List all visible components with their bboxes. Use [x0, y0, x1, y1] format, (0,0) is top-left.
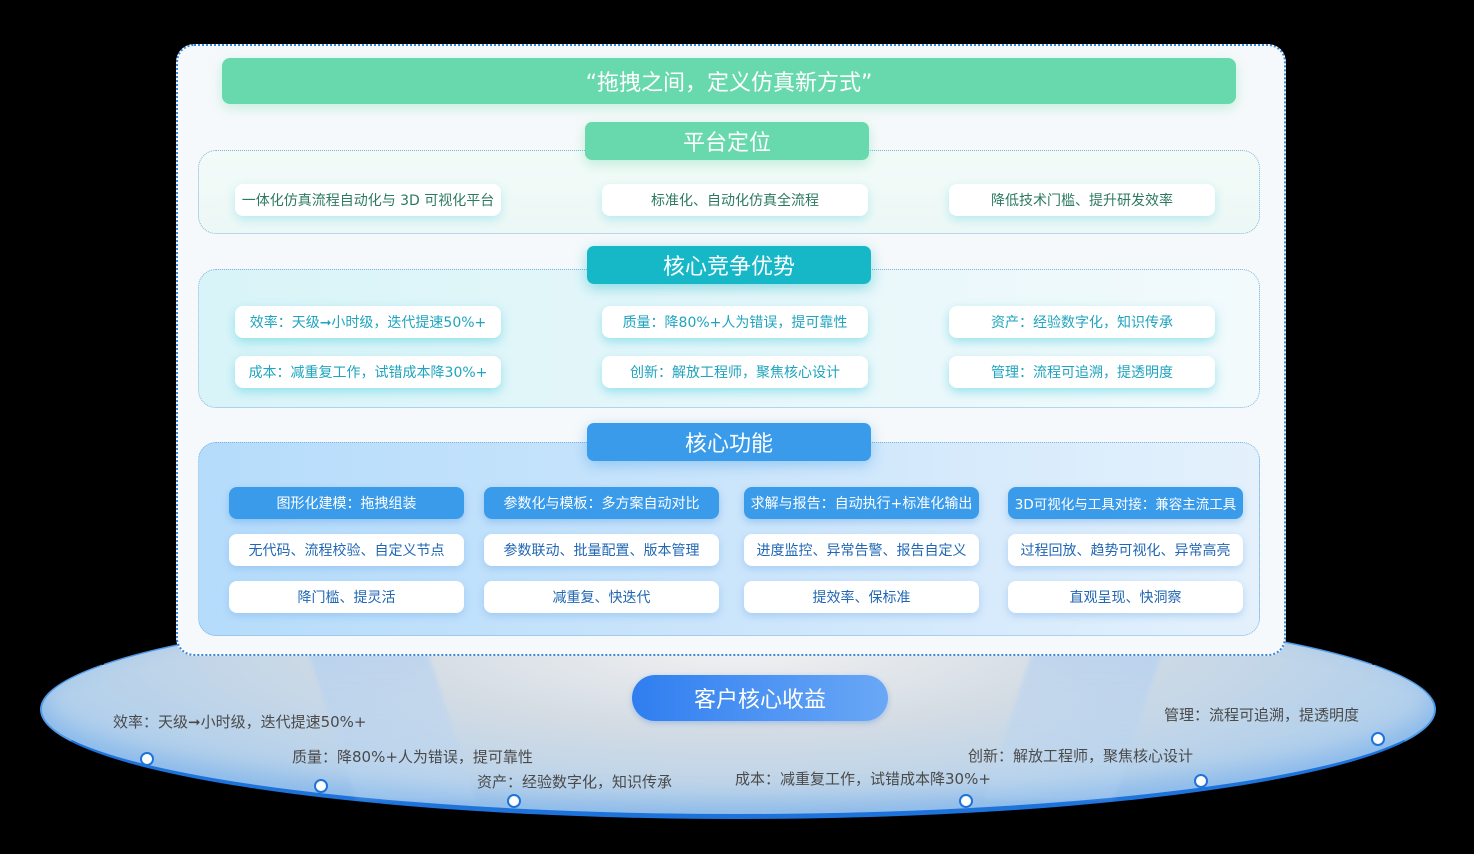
advantage-assets: 资产：经验数字化，知识传承	[949, 306, 1215, 338]
function-value-solver: 提效率、保标准	[744, 581, 979, 613]
functions-title: 核心功能	[587, 423, 871, 461]
benefit-management: 管理：流程可追溯，提透明度	[1164, 706, 1360, 724]
advantage-quality: 质量：降80%+人为错误，提可靠性	[602, 306, 868, 338]
benefit-innovation: 创新：解放工程师，聚焦核心设计	[968, 747, 1194, 765]
benefit-marker-dot	[959, 794, 973, 808]
advantage-innovation: 创新：解放工程师，聚焦核心设计	[602, 356, 868, 388]
benefit-marker-dot	[507, 794, 521, 808]
function-detail-parametric: 参数联动、批量配置、版本管理	[484, 534, 719, 566]
benefit-assets: 资产：经验数字化，知识传承	[477, 773, 673, 791]
advantage-cost: 成本：减重复工作，试错成本降30%+	[235, 356, 501, 388]
benefits-title: 客户核心收益	[632, 675, 888, 721]
slogan-banner: “拖拽之间，定义仿真新方式”	[222, 58, 1236, 104]
benefit-quality: 质量：降80%+人为错误，提可靠性	[292, 748, 533, 766]
function-head-modeling: 图形化建模：拖拽组装	[229, 487, 464, 519]
benefit-marker-dot	[314, 779, 328, 793]
positioning-item: 标准化、自动化仿真全流程	[602, 184, 868, 216]
function-head-visualization: 3D可视化与工具对接：兼容主流工具	[1008, 487, 1243, 519]
function-value-modeling: 降门槛、提灵活	[229, 581, 464, 613]
benefit-cost: 成本：减重复工作，试错成本降30%+	[735, 770, 991, 788]
function-head-solver: 求解与报告：自动执行+标准化输出	[744, 487, 979, 519]
function-head-parametric: 参数化与模板：多方案自动对比	[484, 487, 719, 519]
function-detail-solver: 进度监控、异常告警、报告自定义	[744, 534, 979, 566]
advantage-management: 管理：流程可追溯，提透明度	[949, 356, 1215, 388]
positioning-title: 平台定位	[585, 122, 869, 160]
benefit-efficiency: 效率：天级➞小时级，迭代提速50%+	[113, 713, 367, 731]
advantage-efficiency: 效率：天级➞小时级，迭代提速50%+	[235, 306, 501, 338]
benefit-marker-dot	[140, 752, 154, 766]
function-detail-visualization: 过程回放、趋势可视化、异常高亮	[1008, 534, 1243, 566]
positioning-item: 降低技术门槛、提升研发效率	[949, 184, 1215, 216]
advantages-title: 核心竞争优势	[587, 246, 871, 284]
function-value-parametric: 减重复、快迭代	[484, 581, 719, 613]
function-value-visualization: 直观呈现、快洞察	[1008, 581, 1243, 613]
function-detail-modeling: 无代码、流程校验、自定义节点	[229, 534, 464, 566]
benefit-marker-dot	[1194, 774, 1208, 788]
positioning-item: 一体化仿真流程自动化与 3D 可视化平台	[235, 184, 501, 216]
benefit-marker-dot	[1371, 732, 1385, 746]
